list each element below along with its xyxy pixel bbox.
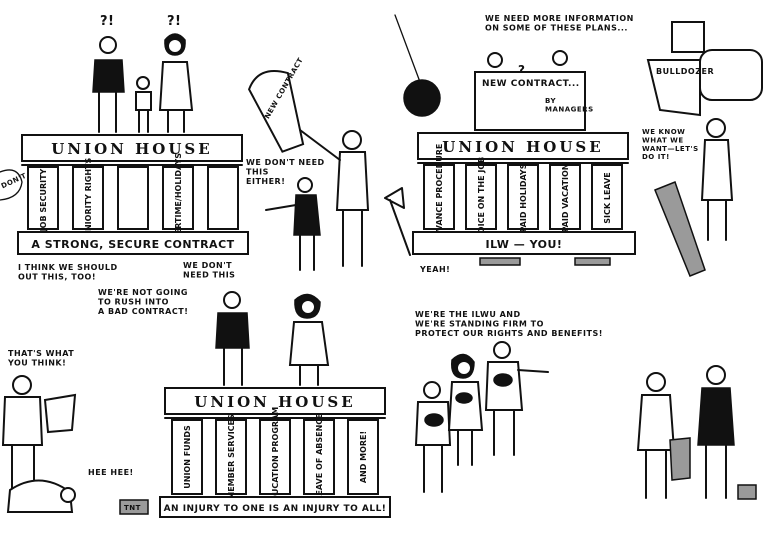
question-mark-1: ?! bbox=[100, 14, 114, 29]
house-base-text-3: AN INJURY TO ONE IS AN INJURY TO ALL! bbox=[164, 504, 387, 514]
column-label: MEMBER SERVICES bbox=[227, 414, 236, 500]
dynamite-label: TNT bbox=[124, 504, 141, 512]
column-label: UNION FUNDS bbox=[183, 425, 192, 489]
column-label: GRIEVANCE PROCEDURE bbox=[435, 144, 444, 253]
column-label: JOB SECURITY bbox=[39, 168, 48, 232]
house-roof-1 bbox=[21, 134, 243, 162]
saboteur-figures bbox=[1, 375, 77, 513]
column-label: SENIORITY RIGHTS bbox=[84, 158, 93, 243]
column-label: VOICE ON THE JOB bbox=[477, 157, 486, 240]
house-roof-2 bbox=[417, 132, 629, 160]
house-title-3: UNION HOUSE bbox=[194, 393, 355, 411]
column-label: EDUCATION PROGRAM bbox=[271, 407, 280, 508]
heehee-text: HEE HEE! bbox=[88, 468, 134, 477]
dynamite bbox=[119, 499, 149, 515]
house-base-1 bbox=[17, 231, 249, 255]
columns-3: UNION FUNDS MEMBER SERVICES EDUCATION PR… bbox=[171, 407, 379, 508]
wrecking-ball bbox=[403, 79, 441, 117]
house-base-text-2: ILW — YOU! bbox=[486, 238, 563, 251]
column-label: PAID VACATION bbox=[561, 164, 570, 233]
column-label: AND MORE! bbox=[359, 431, 368, 483]
column-label: PAID HOLIDAYS bbox=[519, 163, 528, 232]
bulldozer: BULLDOZER bbox=[646, 21, 763, 117]
chainsaw bbox=[654, 181, 706, 277]
column-label: SICK LEAVE bbox=[603, 172, 612, 223]
panel-1: DON'T ?! ?! UNION HOUSE JOB bbox=[0, 14, 370, 282]
question-mark-3: ? bbox=[518, 63, 525, 77]
yeah-text: YEAH! bbox=[419, 265, 450, 274]
columns-2: GRIEVANCE PROCEDURE VOICE ON THE JOB PAI… bbox=[423, 144, 623, 253]
bulldozer-label: BULLDOZER bbox=[656, 67, 714, 76]
column-label: OVERTIME/HOLIDAYS bbox=[174, 153, 183, 247]
family-figures bbox=[92, 33, 194, 133]
house-base-2 bbox=[412, 231, 636, 255]
banner bbox=[474, 71, 586, 131]
question-mark-2: ?! bbox=[167, 14, 181, 29]
edge-speech: DON'T bbox=[0, 172, 28, 191]
house-title-1: UNION HOUSE bbox=[51, 140, 212, 158]
house-base-3 bbox=[159, 496, 391, 518]
column-label: LEAVE OF ABSENCE bbox=[315, 413, 324, 500]
couple-figures bbox=[215, 291, 330, 386]
house-base-text-1: A STRONG, SECURE CONTRACT bbox=[31, 238, 234, 251]
house-roof-3 bbox=[164, 387, 386, 415]
ilwu-members bbox=[414, 341, 549, 493]
columns-1: JOB SECURITY SENIORITY RIGHTS OVERTIME/H… bbox=[27, 153, 239, 247]
two-managers bbox=[636, 365, 757, 500]
house-title-2: UNION HOUSE bbox=[442, 138, 603, 156]
banner-title: NEW CONTRACT... bbox=[482, 79, 580, 89]
